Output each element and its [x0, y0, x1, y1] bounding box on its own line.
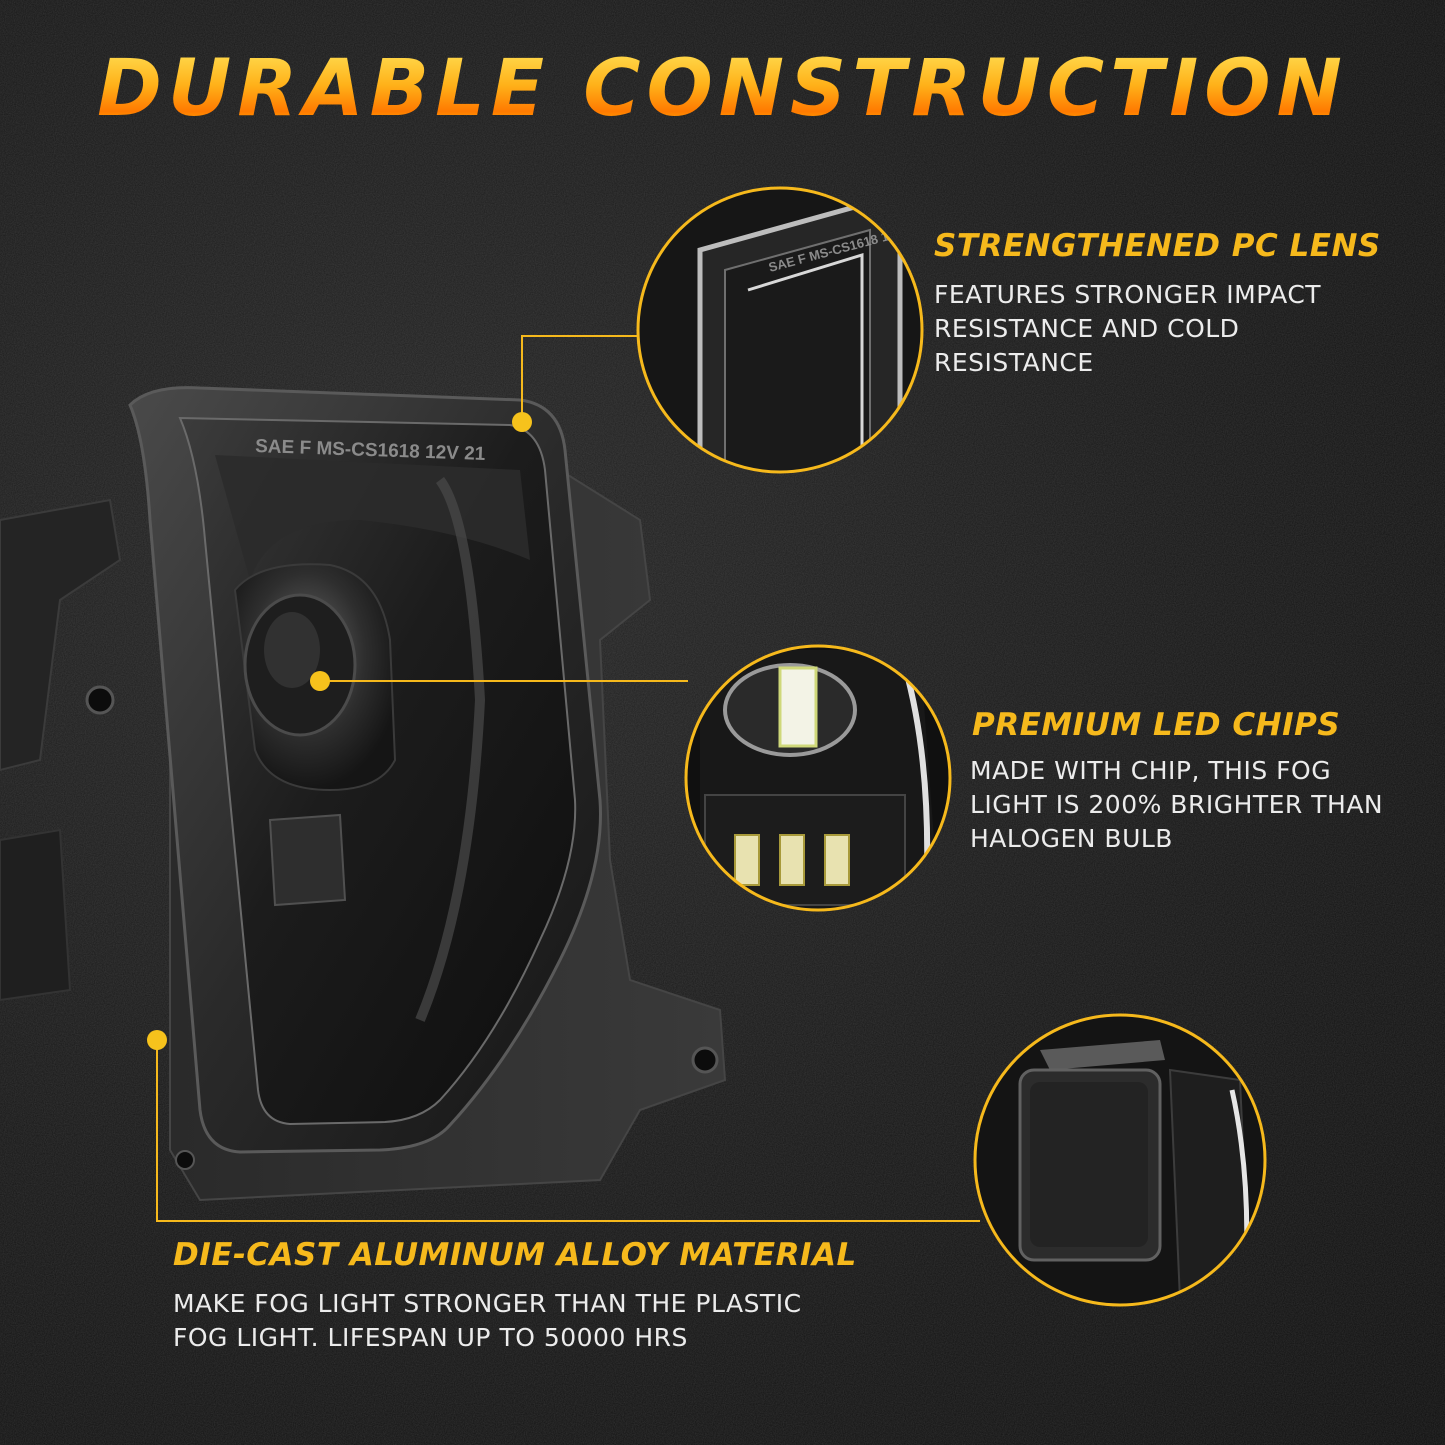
feature-title-led: PREMIUM LED CHIPS	[972, 707, 1341, 743]
feature-desc-housing: MAKE FOG LIGHT STRONGER THAN THE PLASTIC…	[173, 1289, 802, 1352]
zoom-circle-lens: SAE F MS-CS1618 12V 21	[636, 186, 924, 474]
zoom-circle-housing	[973, 1013, 1267, 1307]
headline: DURABLE CONSTRUCTION	[0, 44, 1445, 134]
callout-dot-led	[310, 671, 330, 691]
callout-dot-lens	[512, 412, 532, 432]
led-chip-small	[734, 834, 760, 886]
feature-desc-lens: FEATURES STRONGER IMPACT RESISTANCE AND …	[934, 280, 1322, 377]
zoom-circle-led	[684, 644, 952, 912]
leader-lines	[156, 335, 980, 1222]
led-chip-small	[824, 834, 850, 886]
feature-title-lens: STRENGTHENED PC LENS	[934, 228, 1381, 264]
led-chip-small	[779, 834, 805, 886]
feature-title-housing: DIE-CAST ALUMINUM ALLOY MATERIAL	[173, 1237, 857, 1273]
led-chip-main	[778, 666, 818, 748]
callout-dot-housing	[147, 1030, 167, 1050]
feature-desc-led: MADE WITH CHIP, THIS FOG LIGHT IS 200% B…	[970, 756, 1384, 853]
